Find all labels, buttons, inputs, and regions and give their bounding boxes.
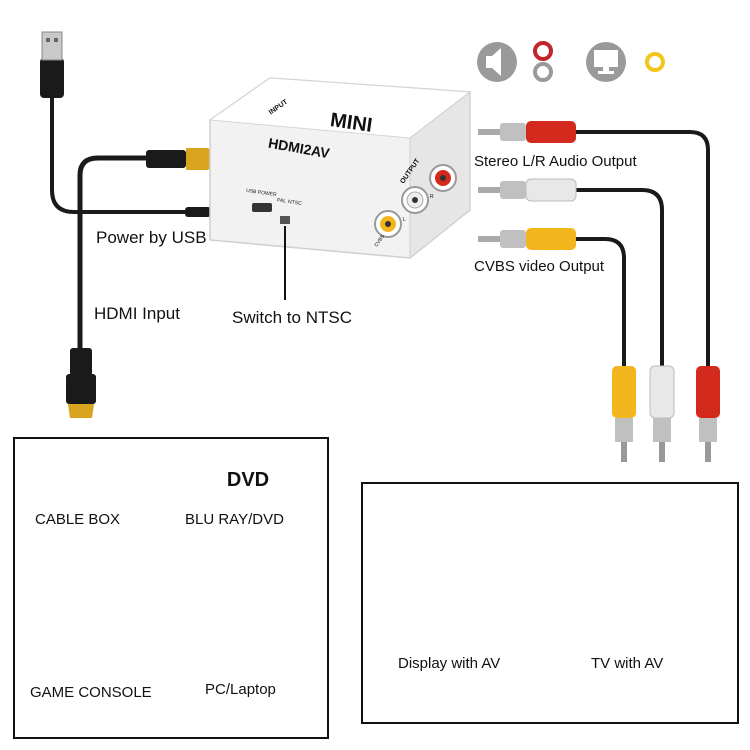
monitor-icon <box>586 42 626 82</box>
dvd-badge: DVD <box>226 469 270 491</box>
device-r-label: R <box>430 194 434 200</box>
speaker-icon <box>477 42 517 82</box>
source-label-dvd: BLU RAY/DVD <box>185 511 284 528</box>
sources-panel <box>13 437 329 739</box>
output-label-tv: TV with AV <box>591 655 664 672</box>
usb-cable <box>40 31 223 217</box>
outputs-panel <box>361 482 739 724</box>
power-by-usb-label: Power by USB <box>96 228 207 247</box>
hdmi2av-converter <box>208 77 472 300</box>
hdmi-input-label: HDMI Input <box>94 304 180 323</box>
cvbs-output-label: CVBS video Output <box>474 258 605 275</box>
audio-jacks-icon <box>533 41 553 82</box>
hdmi-cable <box>66 148 212 418</box>
switch-to-ntsc-label: Switch to NTSC <box>232 308 352 327</box>
device-l-label: L <box>403 217 406 223</box>
source-label-cable-box: CABLE BOX <box>35 511 121 528</box>
output-label-display: Display with AV <box>398 655 501 672</box>
video-jack-icon <box>645 52 665 72</box>
source-label-game-console: GAME CONSOLE <box>30 684 152 701</box>
stereo-output-label: Stereo L/R Audio Output <box>474 153 637 170</box>
source-label-pc: PC/Laptop <box>205 681 276 698</box>
device-pal-label: PAL <box>276 197 287 205</box>
rca-cables <box>478 121 720 462</box>
